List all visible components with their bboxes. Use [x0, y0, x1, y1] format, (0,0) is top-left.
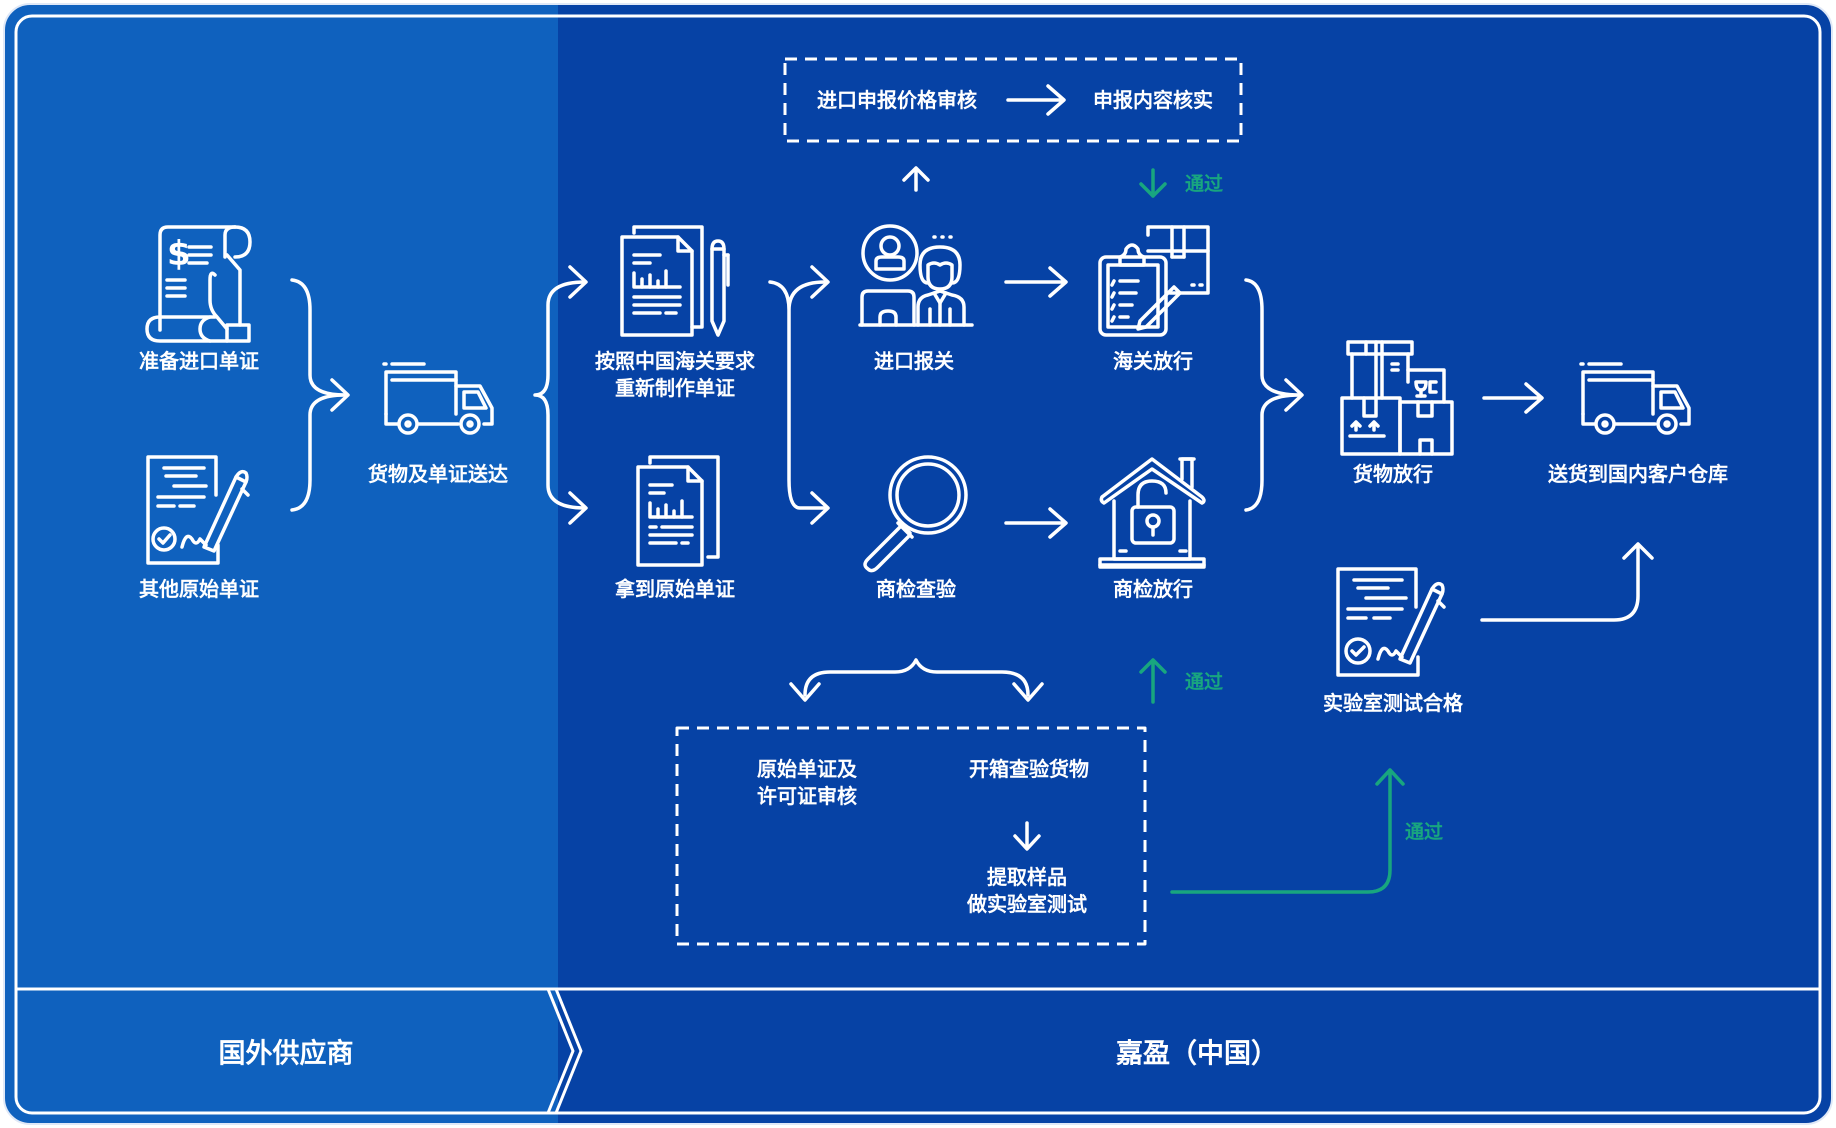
step-label-remake-docs-line2: 重新制作单证 — [615, 376, 735, 400]
invoice-scroll-icon: $ — [145, 225, 252, 343]
merge-connector-2 — [1244, 278, 1302, 512]
footer-china-label: 嘉盈（中国） — [1116, 1038, 1278, 1070]
arrow-release-to-deliver — [1482, 382, 1544, 414]
customs-agent-icon — [858, 224, 974, 327]
review-internal-arrow — [1006, 84, 1066, 116]
arrow-insp-to-release — [1004, 507, 1068, 539]
detail-sample-line1: 提取样品 — [987, 865, 1067, 889]
footer-supplier-label: 国外供应商 — [218, 1038, 354, 1070]
review-step-price: 进口申报价格审核 — [817, 88, 977, 112]
detail-doc-review-line2: 许可证审核 — [757, 784, 857, 808]
pass-arrow-inspection — [1139, 658, 1167, 704]
stacked-boxes-icon — [1340, 340, 1454, 456]
customs-review-box — [783, 57, 1243, 143]
footer-chevron-inner — [554, 987, 583, 1115]
detail-doc-review-line1: 原始单证及 — [757, 757, 857, 781]
step-label-deliver-warehouse: 送货到国内客户仓库 — [1548, 462, 1728, 486]
brace-arrowhead-right — [1012, 682, 1044, 702]
arrow-up-to-review — [902, 166, 930, 192]
report-document-icon — [636, 455, 720, 567]
magnifier-icon — [863, 455, 968, 573]
delivery-truck-icon-2 — [1579, 362, 1691, 435]
pass-label-inspection: 通过 — [1185, 671, 1224, 693]
delivery-truck-icon — [382, 362, 494, 435]
split-arrowhead-top — [568, 265, 588, 299]
pass-arrow-customs — [1139, 168, 1167, 198]
split2-arrowhead-top — [810, 265, 830, 299]
footer-chevron — [546, 987, 575, 1115]
clipboard-box-icon — [1098, 225, 1210, 337]
step-label-remake-docs-line1: 按照中国海关要求 — [595, 349, 755, 373]
step-label-prepare-docs: 准备进口单证 — [139, 349, 259, 373]
detail-internal-arrow — [1013, 821, 1041, 851]
report-document-pen-icon — [620, 225, 730, 337]
step-label-goods-release: 货物放行 — [1353, 462, 1433, 486]
merge2-arrowhead — [1284, 378, 1304, 412]
detail-open-inspect: 开箱查验货物 — [969, 757, 1089, 781]
brace-arrowhead-left — [789, 682, 821, 702]
inner-border — [14, 14, 1822, 1115]
svg-text:$: $ — [167, 234, 191, 274]
step-label-other-docs: 其他原始单证 — [139, 577, 259, 601]
split-connector — [533, 280, 587, 510]
lab-certificate-icon — [1336, 567, 1446, 677]
step-label-get-original-docs: 拿到原始单证 — [615, 577, 735, 601]
split-arrowhead-bottom — [568, 491, 588, 525]
step-label-customs-release: 海关放行 — [1113, 349, 1193, 373]
split2-arrowhead-bottom — [810, 491, 830, 525]
step-label-goods-delivered: 货物及单证送达 — [368, 462, 508, 486]
outer-border — [3, 3, 1833, 1125]
arrow-decl-to-release — [1004, 266, 1068, 298]
split-connector-2 — [768, 280, 827, 510]
signed-document-icon — [146, 455, 250, 565]
inspection-brace — [803, 658, 1030, 697]
pass-label-lab: 通过 — [1405, 821, 1444, 843]
review-step-verify: 申报内容核实 — [1093, 88, 1213, 112]
pass-arrow-lab — [1170, 768, 1405, 894]
arrow-lab-to-deliver — [1480, 542, 1654, 622]
diagram-frame — [4, 4, 1832, 1124]
house-unlock-icon — [1098, 457, 1206, 569]
step-label-inspection: 商检查验 — [876, 577, 956, 601]
pass-label-customs: 通过 — [1185, 173, 1224, 195]
inspection-detail-box — [675, 726, 1147, 946]
step-label-import-declaration: 进口报关 — [874, 349, 954, 373]
step-label-lab-pass: 实验室测试合格 — [1323, 691, 1463, 715]
merge-connector — [290, 278, 347, 512]
step-label-inspection-release: 商检放行 — [1113, 577, 1193, 601]
detail-sample-line2: 做实验室测试 — [967, 892, 1087, 916]
merge-arrowhead — [330, 378, 350, 412]
supplier-panel — [4, 4, 558, 1124]
